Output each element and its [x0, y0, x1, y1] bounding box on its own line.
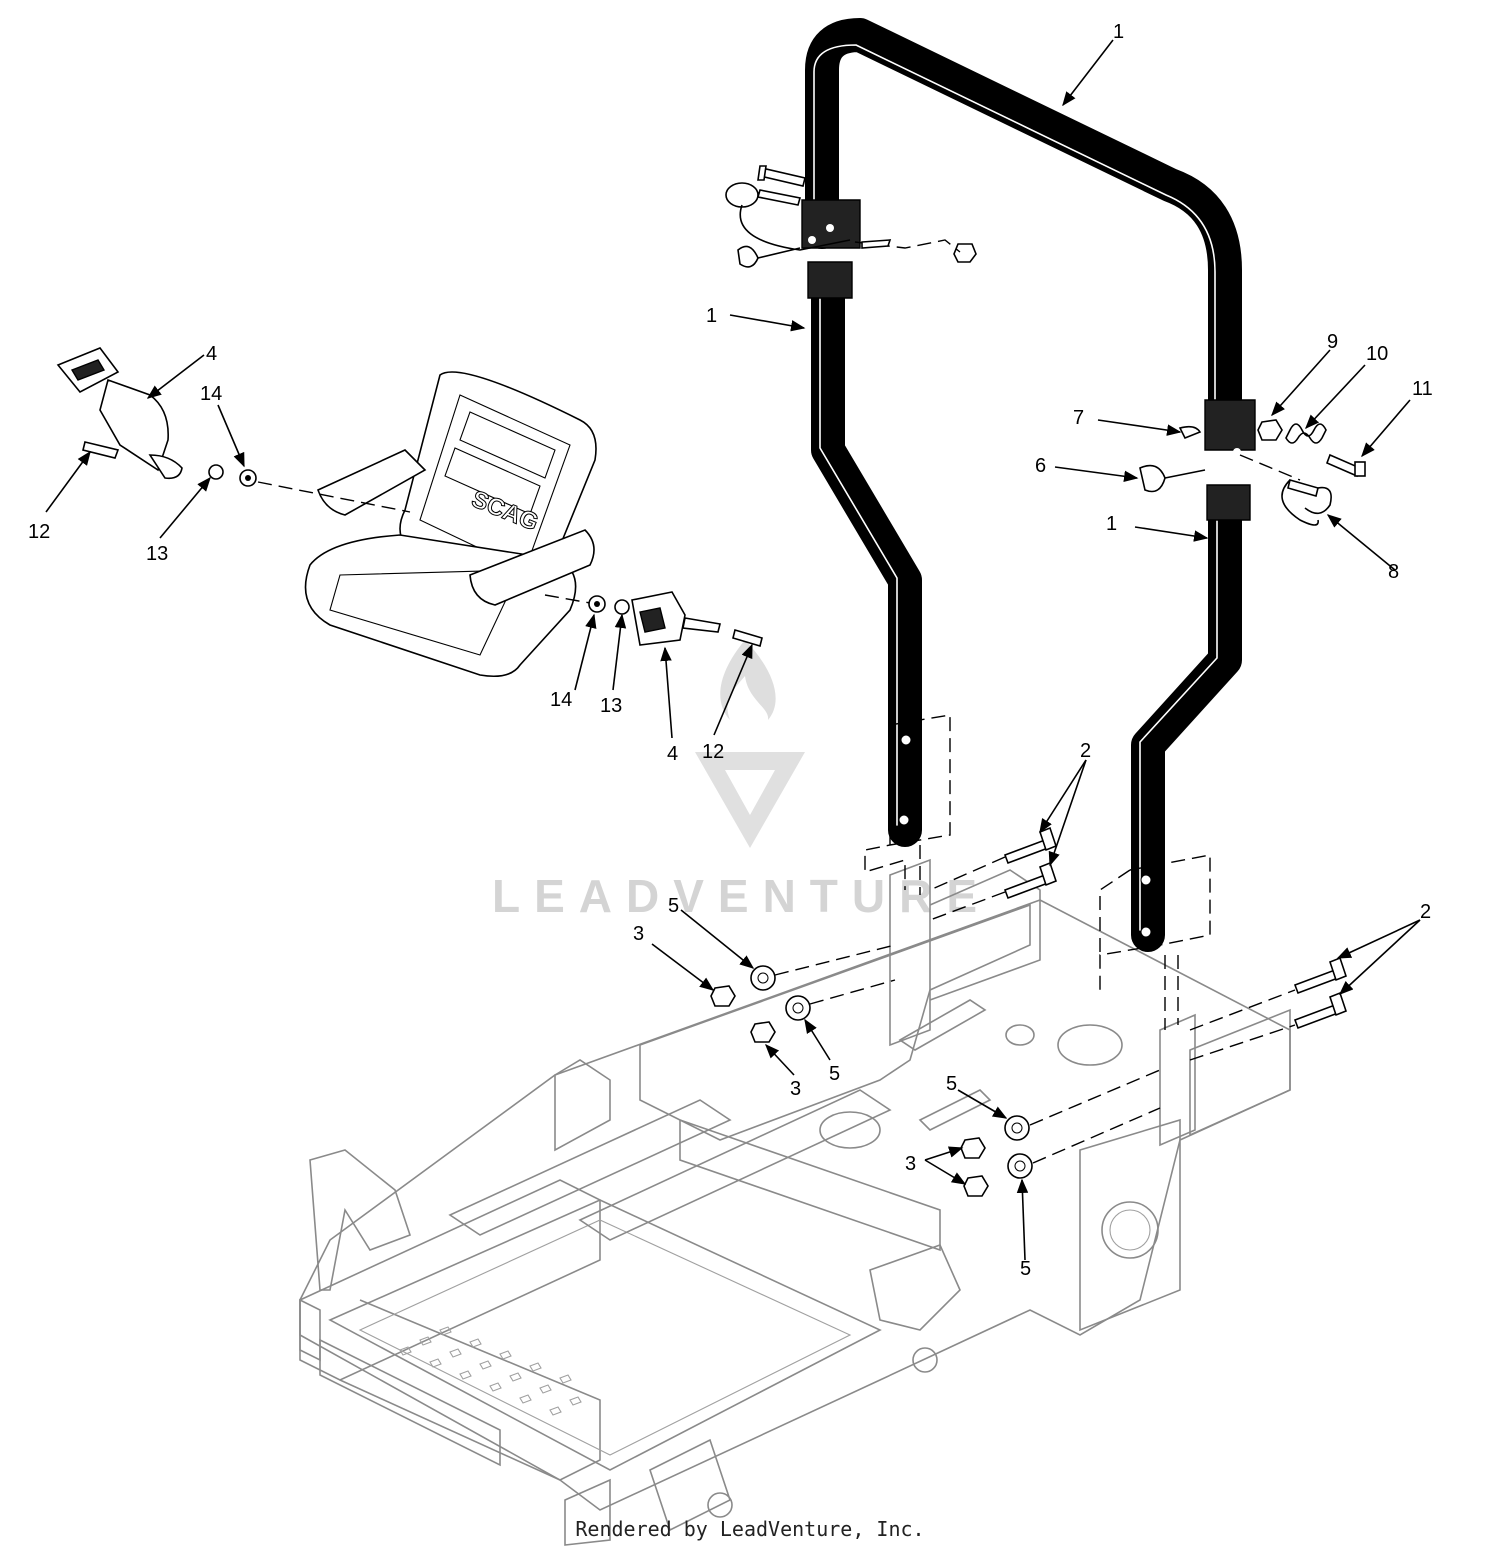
callout-10: 10	[1366, 343, 1388, 365]
callout-4: 4	[667, 743, 678, 765]
rops-lower-right-leg	[1131, 488, 1242, 952]
nut-left-upper	[953, 243, 977, 263]
watermark-v-icon	[695, 752, 805, 848]
nut-3-d	[963, 1175, 989, 1197]
callout-labels: 1 1 1 2 2 3 3 3 4 4 5 5 5 5 6 7 8 9 10 1…	[28, 21, 1433, 1280]
nut-3-b	[750, 1021, 776, 1043]
upper-hinge-left	[801, 199, 861, 249]
callout-1: 1	[706, 305, 717, 327]
clip-7	[1178, 425, 1202, 440]
right-hinge-hardware	[1139, 419, 1366, 526]
watermark-flame-icon	[720, 640, 776, 720]
seat: SCAG	[304, 371, 597, 678]
callout-8: 8	[1388, 561, 1399, 583]
hitch-pin-left-upper	[756, 189, 802, 206]
bolt-2-c	[1293, 968, 1340, 995]
callout-4: 4	[206, 343, 217, 365]
knob-6	[1139, 464, 1166, 493]
callout-2: 2	[1080, 740, 1091, 762]
hitch-pin-8	[1287, 479, 1319, 497]
callout-7: 7	[1073, 407, 1084, 429]
seatbelt-right	[544, 591, 763, 648]
callout-5: 5	[829, 1063, 840, 1085]
callout-5: 5	[1020, 1258, 1031, 1280]
callout-5: 5	[946, 1073, 957, 1095]
callout-13: 13	[600, 695, 622, 717]
callout-3: 3	[905, 1153, 916, 1175]
roll-over-protection-bar	[801, 18, 1256, 952]
left-hinge-hardware	[725, 165, 977, 268]
knob-left	[737, 245, 759, 268]
callout-11: 11	[1412, 378, 1433, 400]
callout-12: 12	[28, 521, 50, 543]
callout-9: 9	[1327, 331, 1338, 353]
leader-arrows	[45, 39, 1421, 1261]
bolt-left-upper	[759, 167, 806, 187]
nut-3-c	[960, 1137, 986, 1159]
callout-6: 6	[1035, 455, 1046, 477]
callout-2: 2	[1420, 901, 1431, 923]
callout-14: 14	[550, 689, 572, 711]
callout-3: 3	[633, 923, 644, 945]
bolt-2-b	[1003, 873, 1050, 900]
callout-1: 1	[1113, 21, 1124, 43]
callout-1: 1	[1106, 513, 1117, 535]
seatbelt-left	[56, 347, 411, 513]
mount-hardware	[710, 826, 1347, 1197]
watermark-text: LEADVENTURE	[492, 870, 991, 922]
spacer-13-right	[614, 599, 630, 615]
callout-12: 12	[702, 741, 724, 763]
callout-13: 13	[146, 543, 168, 565]
lower-hinge-right	[1206, 484, 1251, 521]
callout-5: 5	[668, 895, 679, 917]
nut-9	[1257, 419, 1283, 441]
clip-left	[861, 239, 892, 249]
nut-3-a	[710, 985, 736, 1007]
watermark: LEADVENTURE	[492, 640, 991, 922]
lower-hinge-left	[807, 261, 853, 299]
rops-upper-hoop	[805, 18, 1242, 437]
callout-14: 14	[200, 383, 222, 405]
rops-lower-left-leg	[811, 265, 922, 847]
footer-credit: Rendered by LeadVenture, Inc.	[575, 1517, 925, 1541]
assembly-guides	[774, 714, 1296, 1164]
bolt-2-d	[1293, 1003, 1340, 1030]
mower-frame	[299, 858, 1291, 1546]
callout-3: 3	[790, 1078, 801, 1100]
bolt-12-left	[82, 441, 120, 459]
upper-hinge-right	[1204, 399, 1256, 451]
armrest-right	[469, 529, 595, 606]
bolt-2-a	[1003, 838, 1050, 865]
bolt-12-right	[732, 628, 763, 648]
spacer-13-left	[208, 464, 224, 480]
